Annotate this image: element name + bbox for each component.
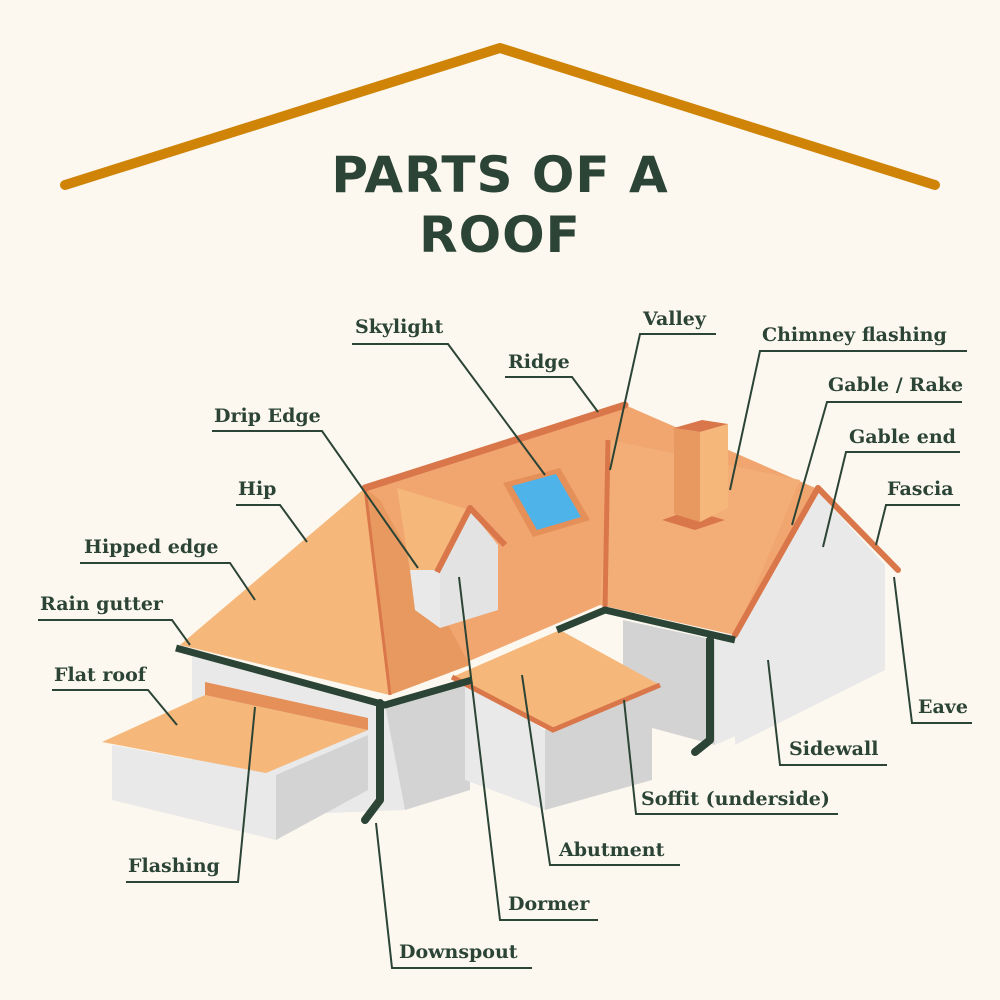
dormer-roof-side [397, 488, 470, 570]
leader-hipped-edge [80, 562, 256, 601]
rain-gutter-front [175, 644, 473, 709]
rain-gutter-right [555, 606, 736, 644]
label-flashing: Flashing [128, 855, 220, 877]
leader-ridge [505, 376, 599, 413]
chimney-side [700, 424, 728, 522]
page-title-line-2: ROOF [419, 206, 581, 264]
label-drip-edge: Drip Edge [214, 405, 321, 427]
skylight-glass [512, 474, 581, 530]
label-ridge: Ridge [508, 351, 570, 373]
label-hipped-edge: Hipped edge [84, 536, 219, 558]
leader-fascia [875, 504, 960, 546]
main-roof-right-section [600, 440, 800, 635]
page-title-line-1: PARTS OF A [331, 146, 669, 204]
chimney-front [674, 428, 700, 522]
label-eave: Eave [918, 696, 968, 718]
label-valley: Valley [643, 308, 706, 330]
main-roof-hip-face [180, 488, 390, 695]
dormer-gable-trim [434, 505, 508, 574]
label-gable-rake: Gable / Rake [828, 374, 964, 396]
leader-flat-roof [52, 689, 178, 726]
label-rain-gutter: Rain gutter [40, 593, 163, 615]
label-fascia: Fascia [887, 478, 954, 500]
leader-flashing [126, 706, 256, 883]
flat-roof-block-front [112, 745, 276, 840]
label-dormer: Dormer [508, 893, 590, 915]
gable-rake-edge [732, 485, 821, 638]
label-hip: Hip [238, 478, 277, 500]
label-soffit: Soffit (underside) [641, 788, 830, 810]
leader-rain-gutter [38, 619, 191, 646]
leader-valley [609, 333, 716, 471]
leader-eave [893, 576, 972, 724]
label-skylight: Skylight [355, 316, 444, 338]
roof-outline-accent [60, 43, 940, 190]
label-flat-roof: Flat roof [54, 664, 146, 686]
leader-gable-rake [791, 401, 962, 526]
flat-roof-block-side [276, 735, 368, 840]
flashing-strip [205, 682, 368, 730]
label-downspout: Downspout [399, 941, 518, 963]
downspout-right [691, 636, 714, 756]
abutment-wall-left [465, 680, 545, 810]
valley-line [602, 439, 611, 611]
front-middle-wall [385, 680, 470, 810]
leader-downspout [375, 822, 532, 969]
chimney-top [674, 420, 728, 432]
leader-gable-end [822, 451, 960, 548]
leader-abutment [521, 674, 680, 866]
leader-chimney-flashing [729, 350, 967, 491]
label-gable-end: Gable end [849, 426, 956, 448]
label-sidewall: Sidewall [789, 738, 879, 760]
gable-end-wall [735, 492, 885, 745]
leader-dormer [458, 576, 598, 921]
dormer-cheek [410, 570, 440, 628]
leader-skylight [352, 343, 546, 476]
leader-lines [38, 333, 972, 969]
leader-hip [236, 504, 308, 543]
label-chimney-flashing: Chimney flashing [762, 324, 947, 346]
leader-sidewall [767, 659, 887, 766]
downspout-left [361, 699, 384, 824]
fascia-edge [815, 485, 901, 573]
dormer-face [440, 510, 498, 628]
leader-soffit [623, 699, 838, 815]
ridge-line [361, 401, 629, 492]
leader-drip-edge [212, 430, 419, 569]
label-abutment: Abutment [559, 839, 665, 861]
hip-line [363, 487, 392, 696]
